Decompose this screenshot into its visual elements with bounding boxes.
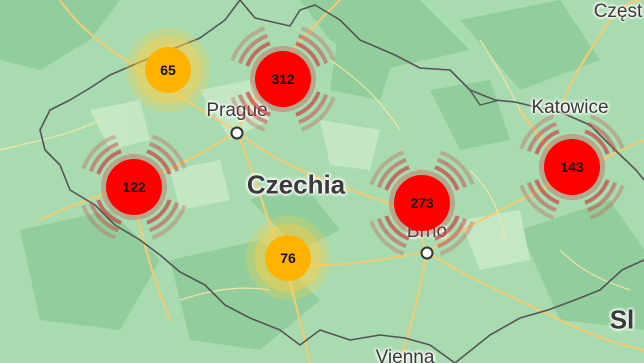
place-label-katowice: Katowice <box>531 97 609 118</box>
cluster-marker-312[interactable]: 312 <box>223 19 343 139</box>
place-label-vienna: Vienna <box>375 347 435 363</box>
cluster-ring-icon <box>519 114 625 220</box>
place-label-czestochowa: Częst <box>593 1 643 22</box>
city-marker-brno <box>420 246 434 260</box>
city-marker-prague <box>230 126 244 140</box>
cluster-marker-65[interactable]: 65 <box>123 25 213 115</box>
cluster-ring-icon <box>81 134 187 240</box>
cluster-glow-icon <box>126 28 210 112</box>
cluster-ring-icon <box>230 26 336 132</box>
place-label-slovakia: Sl <box>609 304 635 335</box>
cluster-marker-273[interactable]: 273 <box>362 143 482 263</box>
cluster-marker-122[interactable]: 122 <box>74 127 194 247</box>
cluster-marker-76[interactable]: 76 <box>243 213 333 303</box>
cluster-marker-143[interactable]: 143 <box>512 107 632 227</box>
place-label-czechia: Czechia <box>246 169 346 200</box>
cluster-glow-icon <box>246 216 330 300</box>
cluster-ring-icon <box>369 150 475 256</box>
